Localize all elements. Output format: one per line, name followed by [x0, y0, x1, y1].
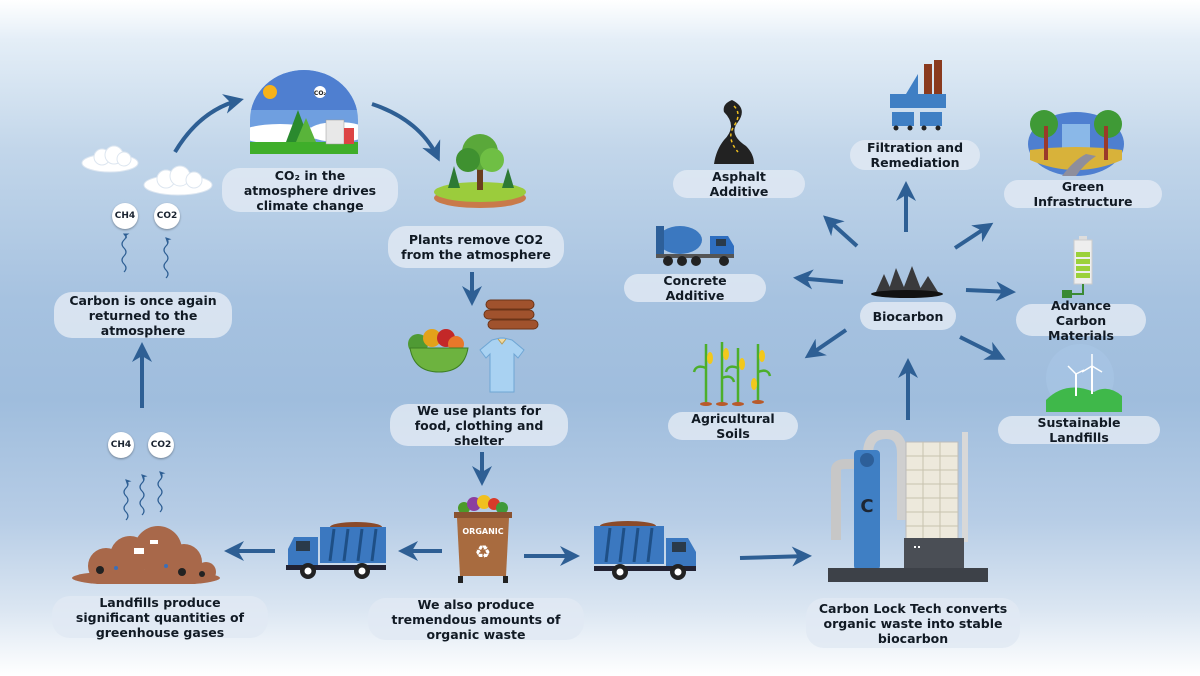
corn-field-icon: [692, 342, 772, 406]
arrow-atmosphere-to-plants: [371, 102, 441, 162]
carbon-lock-logo-icon: C: [860, 496, 873, 517]
wind-turbine-icon: [1046, 344, 1122, 412]
label-landfill: Landfills produce significant quantities…: [52, 595, 268, 640]
arrow-biocarbon-to-advanced: [965, 281, 1016, 302]
atmosphere-scene-icon: CO₂: [250, 70, 358, 154]
label-asphalt: Asphalt Additive: [673, 169, 805, 199]
gas-wave-co2-top: [163, 237, 172, 279]
gas-wave-2-bottom: [139, 474, 148, 516]
label-green: Green Infrastructure: [1004, 179, 1162, 209]
garbage-truck-right-icon: [594, 521, 696, 580]
arrow-return-to-atmosphere: [173, 94, 244, 154]
ch4-bubble-top: CH4: [112, 203, 138, 229]
label-use: We use plants for food, clothing and she…: [390, 403, 568, 448]
gas-wave-3-bottom: [157, 471, 166, 513]
ch4-bubble-bottom: CH4: [108, 432, 134, 458]
arrow-truck-to-carbonlock: [739, 546, 812, 567]
co2-sky-label: CO₂: [314, 90, 327, 97]
label-sustain: Sustainable Landfills: [998, 415, 1160, 445]
shirt-icon: [479, 337, 525, 393]
label-filtration: Filtration and Remediation: [850, 140, 980, 170]
biocarbon-pile-icon: [871, 266, 943, 298]
green-infrastructure-icon: [1028, 110, 1124, 176]
arrow-biocarbon-to-asphalt: [823, 215, 859, 248]
label-biocarbon: Biocarbon: [860, 302, 956, 330]
arrow-biocarbon-to-concrete: [793, 269, 844, 290]
co2-bubble-top: CO2: [154, 203, 180, 229]
label-agri: Agricultural Soils: [668, 411, 798, 441]
arrow-biocarbon-to-sustain: [959, 335, 1006, 360]
tree-island-icon: [434, 134, 526, 208]
gas-wave-ch4-top: [121, 233, 130, 273]
food-bowl-icon: [408, 329, 469, 373]
label-atmosphere: CO₂ in the atmosphere drives climate cha…: [222, 168, 398, 213]
label-concrete: Concrete Additive: [624, 273, 766, 303]
label-waste: We also produce tremendous amounts of or…: [368, 597, 584, 642]
label-plants: Plants remove CO2 from the atmosphere: [388, 226, 564, 268]
carbon-lock-facility-icon: C: [828, 430, 988, 582]
label-return: Carbon is once again returned to the atm…: [54, 292, 232, 338]
clouds-icon: [81, 145, 213, 196]
gas-wave-1-bottom: [123, 479, 132, 521]
label-advanced: Advance Carbon Materials: [1016, 298, 1146, 343]
bin-label: ORGANIC: [462, 527, 503, 536]
landfill-pile-icon: [72, 526, 220, 584]
firewood-icon: [483, 299, 539, 330]
road-icon: [714, 100, 754, 164]
garbage-truck-left-icon: [286, 522, 386, 579]
arrow-biocarbon-to-agri: [804, 328, 848, 359]
co2-bubble-bottom: CO2: [148, 432, 174, 458]
label-carbonlock: Carbon Lock Tech converts organic waste …: [806, 598, 1020, 648]
organic-bin-icon: ORGANIC ♻: [454, 495, 512, 583]
recycle-icon: ♻: [475, 542, 491, 563]
factory-icon: [890, 60, 946, 131]
arrow-biocarbon-to-green: [953, 222, 994, 250]
battery-plug-icon: [1062, 236, 1093, 298]
concrete-mixer-icon: [656, 226, 734, 266]
